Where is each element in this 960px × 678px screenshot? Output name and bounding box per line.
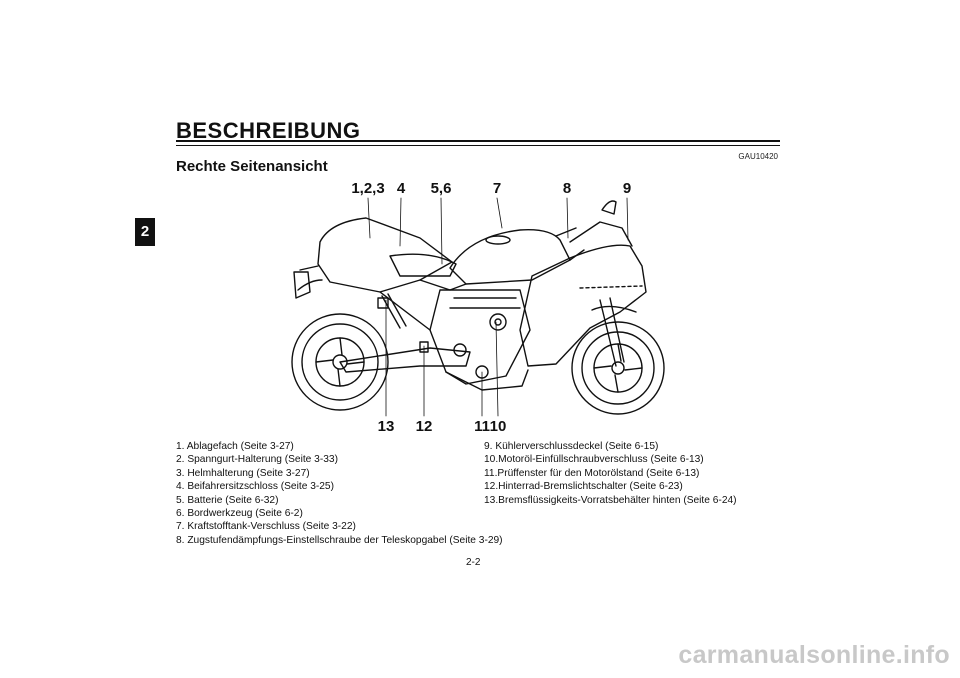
callout-1-2-3: 1,2,3 [351, 180, 385, 197]
callout-7: 7 [492, 180, 502, 197]
legend-right: 9. Kühlerverschlussdeckel (Seite 6-15) 1… [484, 440, 737, 507]
callout-5-6: 5,6 [430, 180, 452, 197]
title-rule-thin [176, 145, 780, 146]
legend-item: 5. Batterie (Seite 6-32) [176, 494, 279, 506]
legend-item: 1. Ablagefach (Seite 3-27) [176, 441, 294, 452]
callout-10: 10 [489, 418, 507, 435]
title-rule [176, 140, 780, 142]
legend-item: 8. Zugstufendämpfungs-Einstellschraube d… [176, 534, 503, 546]
legend-item: 2. Spanngurt-Halterung (Seite 3-33) [176, 454, 338, 466]
motorcycle-diagram [291, 197, 665, 417]
leader-lines [367, 197, 629, 417]
section-title: Rechte Seitenansicht [176, 158, 328, 175]
callout-8: 8 [562, 180, 572, 197]
legend-left: 1. Ablagefach (Seite 3-27) 2. Spanngurt-… [176, 440, 503, 547]
page-title: BESCHREIBUNG [176, 118, 361, 143]
callout-11: 11 [474, 418, 490, 435]
callout-12: 12 [415, 418, 433, 435]
legend-item: 3. Helmhalterung (Seite 3-27) [176, 467, 310, 479]
document-code: GAU10420 [738, 152, 778, 161]
chapter-tab: 2 [135, 218, 155, 246]
legend-item: 13.Bremsflüssigkeits-Vorratsbehälter hin… [484, 494, 737, 506]
legend-item: 6. Bordwerkzeug (Seite 6-2) [176, 508, 303, 520]
legend-item: 12.Hinterrad-Bremslichtschalter (Seite 6… [484, 481, 683, 493]
legend-item: 9. Kühlerverschlussdeckel (Seite 6-15) [484, 441, 659, 452]
legend-item: 4. Beifahrersitzschloss (Seite 3-25) [176, 481, 334, 493]
page-number: 2-2 [466, 557, 481, 568]
callout-4: 4 [396, 180, 406, 197]
callout-9: 9 [622, 180, 632, 197]
legend-item: 11.Prüffenster für den Motorölstand (Sei… [484, 467, 700, 479]
legend-item: 7. Kraftstofftank-Verschluss (Seite 3-22… [176, 521, 356, 533]
callout-13: 13 [377, 418, 395, 435]
legend-item: 10.Motoröl-Einfüllschraubverschluss (Sei… [484, 454, 704, 466]
watermark: carmanualsonline.info [678, 641, 950, 669]
